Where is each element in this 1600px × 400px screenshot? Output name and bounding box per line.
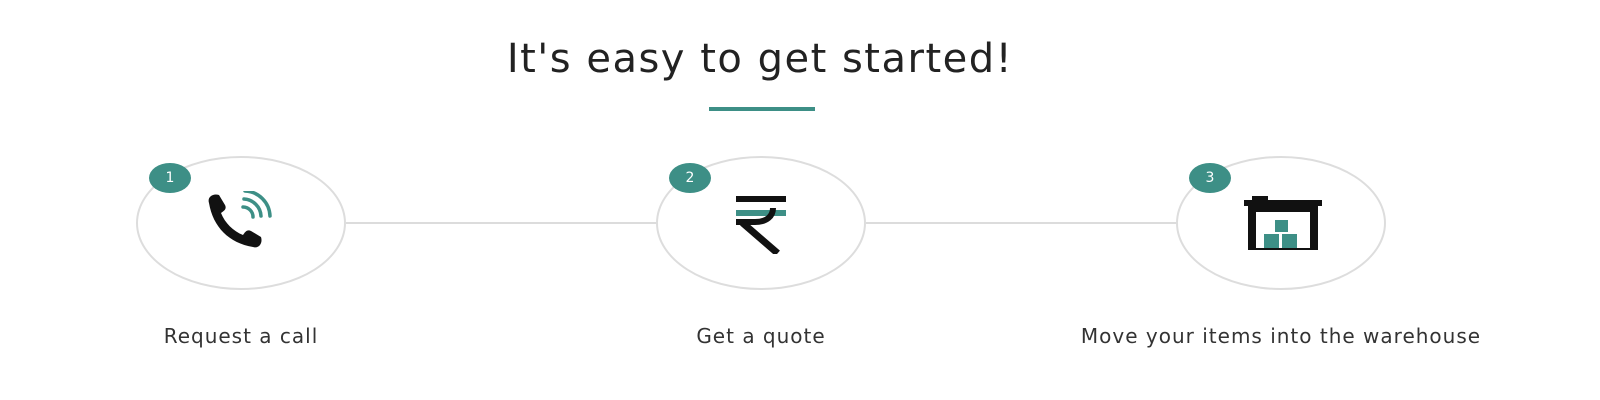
step-label-2: Get a quote [696,324,826,348]
section-title: It's easy to get started! [506,36,1014,82]
phone-call-icon [208,191,272,248]
step-connector-1-2 [346,222,657,224]
rupee-icon [736,196,786,254]
step-connector-2-3 [866,222,1177,224]
step-number-badge-1: 1 [149,163,191,193]
warehouse-icon [1244,196,1322,250]
step-label-1: Request a call [163,324,319,348]
step-number-badge-3: 3 [1189,163,1231,193]
title-underline [709,107,815,111]
step-number-badge-2: 2 [669,163,711,193]
step-label-3: Move your items into the warehouse [1080,324,1482,348]
